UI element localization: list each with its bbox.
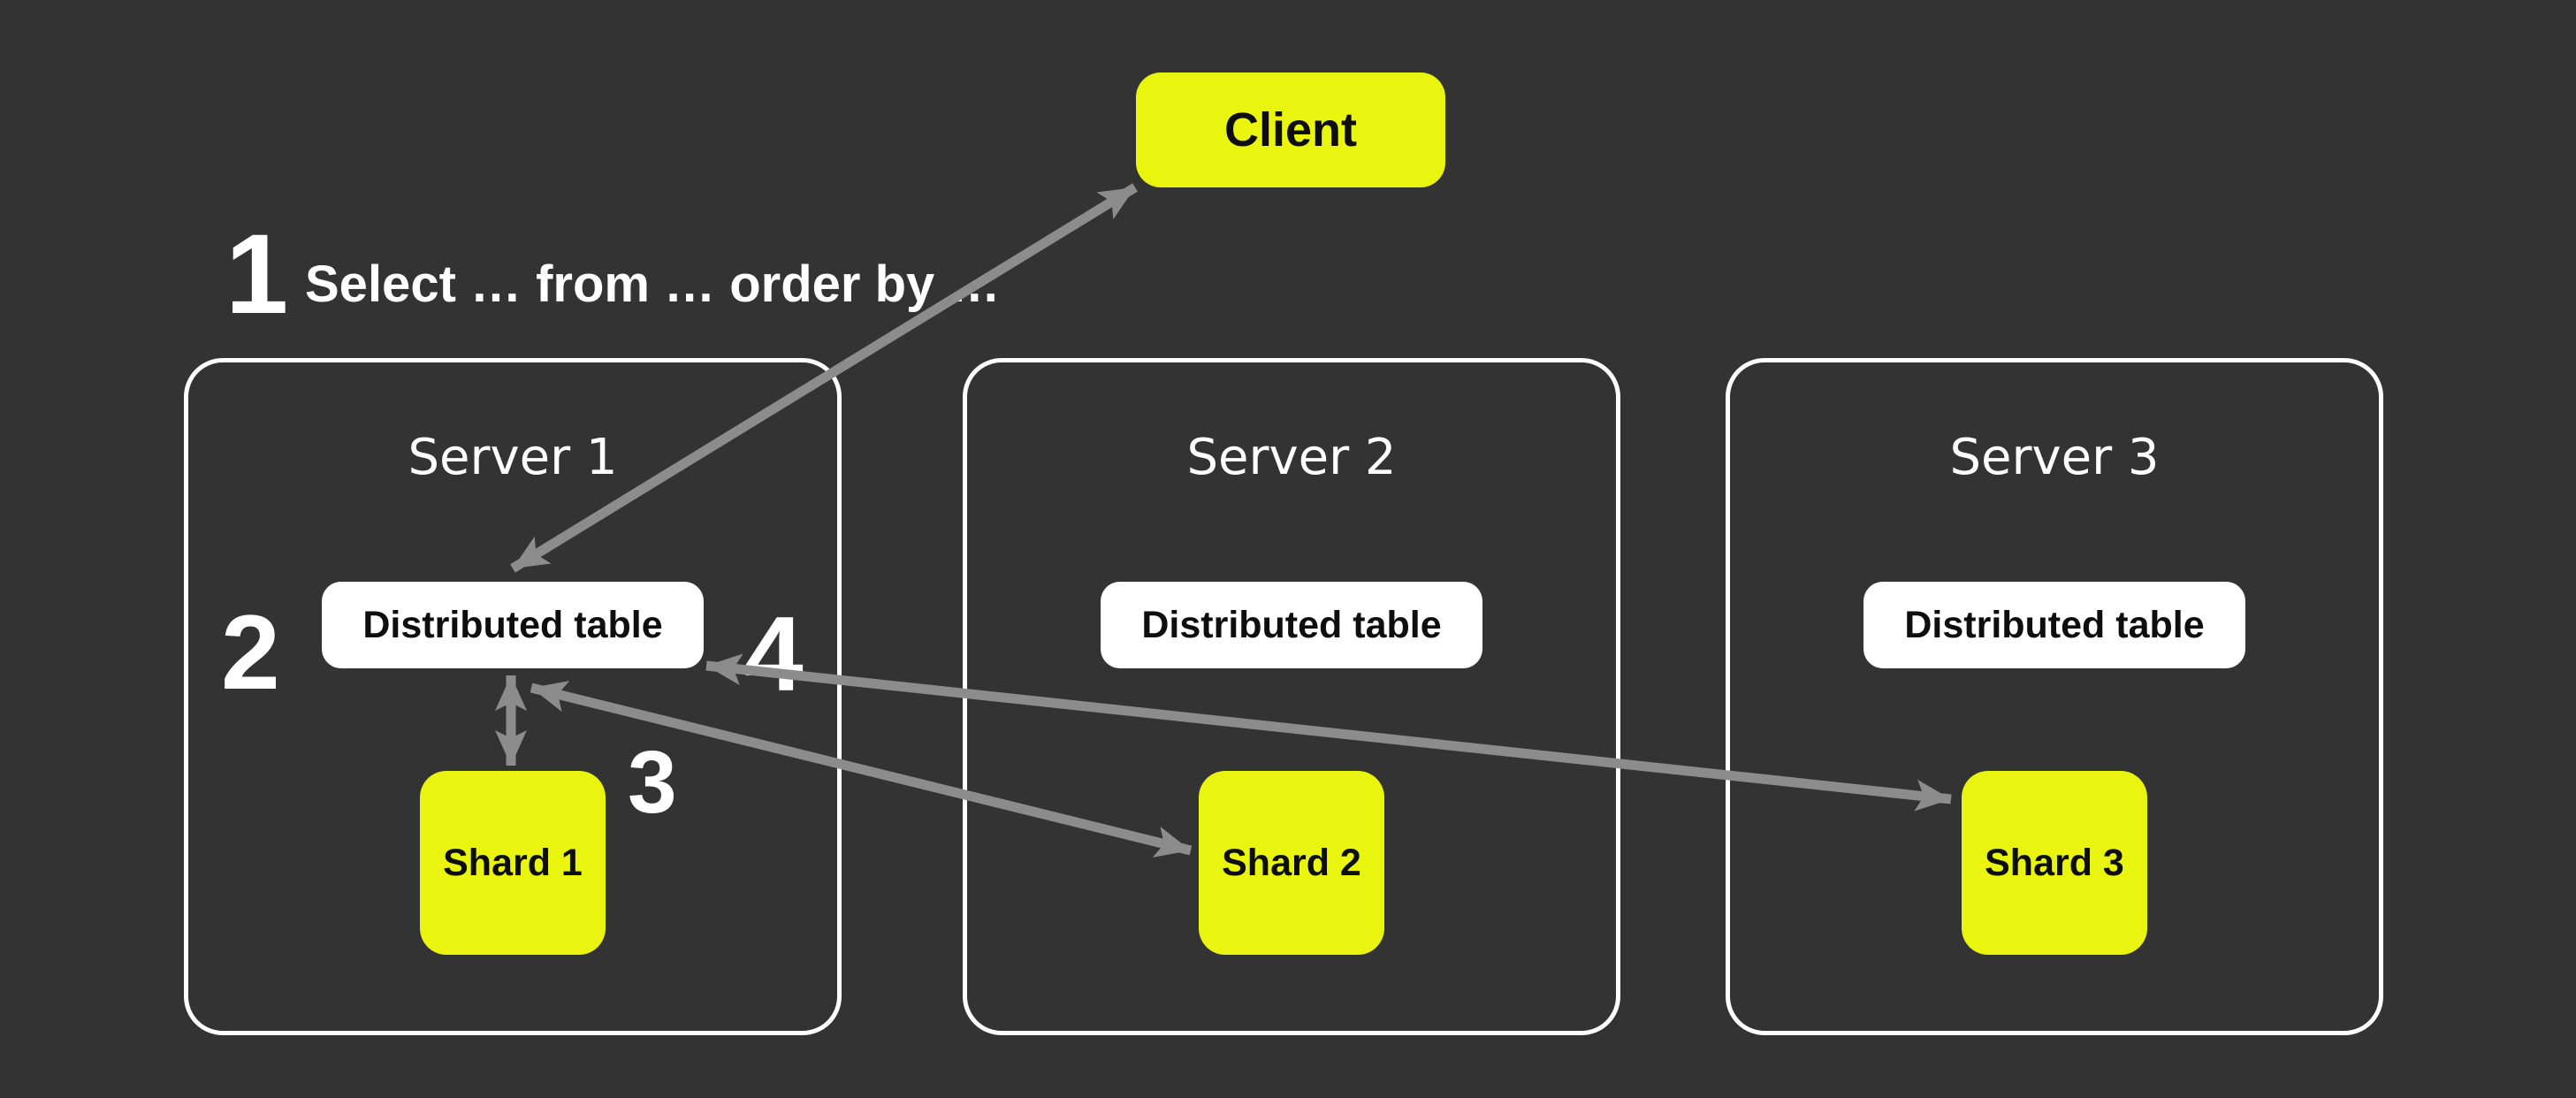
server-2-distributed-table-label: Distributed table bbox=[1141, 603, 1442, 646]
shard-2-label: Shard 2 bbox=[1222, 841, 1361, 884]
step-4-number: 4 bbox=[744, 595, 804, 713]
server-3-box: Server 3 Distributed table Shard 3 bbox=[1726, 358, 2383, 1035]
server-3-distributed-table: Distributed table bbox=[1863, 582, 2245, 668]
shard-3-node: Shard 3 bbox=[1962, 771, 2147, 955]
server-1-distributed-table-label: Distributed table bbox=[362, 603, 663, 646]
step-1-number: 1 bbox=[225, 211, 289, 338]
shard-1-label: Shard 1 bbox=[443, 841, 583, 884]
server-2-box: Server 2 Distributed table Shard 2 bbox=[963, 358, 1620, 1035]
step-2-number: 2 bbox=[221, 593, 280, 712]
server-1-box: Server 1 Distributed table Shard 1 bbox=[184, 358, 842, 1035]
server-2-title: Server 2 bbox=[1186, 429, 1397, 486]
client-label: Client bbox=[1223, 103, 1357, 156]
server-3-distributed-table-label: Distributed table bbox=[1904, 603, 2205, 646]
server-1-distributed-table: Distributed table bbox=[322, 582, 704, 668]
query-text: Select … from … order by … bbox=[305, 255, 1001, 313]
shard-3-label: Shard 3 bbox=[1985, 841, 2124, 884]
shard-2-node: Shard 2 bbox=[1199, 771, 1384, 955]
shard-1-node: Shard 1 bbox=[420, 771, 606, 955]
client-node: Client bbox=[1136, 72, 1445, 187]
server-1-title: Server 1 bbox=[408, 429, 618, 486]
server-2-distributed-table: Distributed table bbox=[1101, 582, 1482, 668]
step-3-number: 3 bbox=[628, 733, 677, 832]
server-3-title: Server 3 bbox=[1949, 429, 2160, 486]
